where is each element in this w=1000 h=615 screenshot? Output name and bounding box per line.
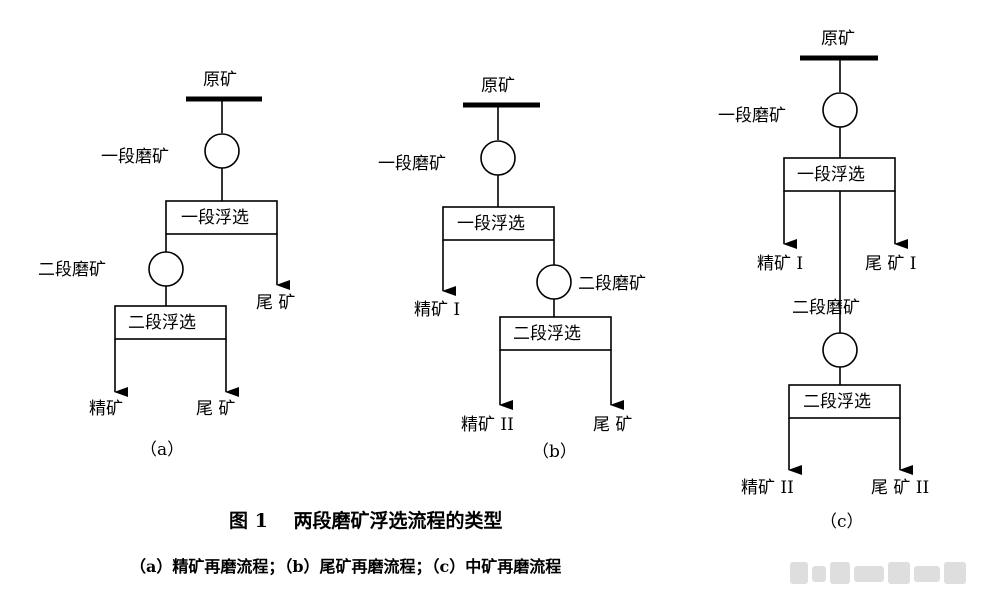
secondary-grinding-label: 二段磨矿 [578,274,646,294]
secondary-flotation-box [499,316,612,351]
concentrate-label: 精矿 I [414,300,460,320]
primary-flotation-label: 一段浮选 [457,214,525,234]
concentrate-label: 精矿 [89,399,123,419]
tailing-label: 尾 矿 [593,415,632,435]
secondary-flotation-box [788,384,901,419]
primary-flotation-box [165,200,278,235]
tailing-label: 尾 矿 I [865,254,917,274]
figure-title: 图 1 两段磨矿浮选流程的类型 [229,509,502,532]
figure-subtitle: （a）精矿再磨流程；（b）尾矿再磨流程；（c）中矿再磨流程 [130,557,561,576]
primary-flotation-box [442,206,555,241]
caption-c: （c） [820,512,864,532]
secondary-flotation-label: 二段浮选 [128,313,196,333]
caption-b: （b） [532,442,577,462]
primary-grinding-label: 一段磨矿 [718,106,786,126]
diagram-a: 原矿 一段磨矿 一段浮选 二段磨矿 尾 矿 二段浮选 精矿 尾 矿 （a） [38,70,295,460]
watermark [790,562,966,584]
concentrate-label: 精矿 I [757,254,803,274]
primary-grinding-label: 一段磨矿 [101,147,169,167]
tailing-label: 尾 矿 [196,399,235,419]
raw-ore-label: 原矿 [203,70,237,90]
tailing-label: 尾 矿 [256,293,295,313]
secondary-flotation-label: 二段浮选 [803,392,871,412]
secondary-grinding-mill [822,332,858,368]
primary-flotation-label: 一段浮选 [797,165,865,185]
raw-ore-label: 原矿 [821,29,855,49]
caption-a: （a） [140,440,184,460]
secondary-grinding-mill [148,251,184,287]
primary-grinding-mill [204,133,240,169]
diagram-b: 原矿 一段磨矿 一段浮选 精矿 I 二段磨矿 二段浮选 精矿 II 尾 矿 （b… [378,76,646,462]
secondary-grinding-label: 二段磨矿 [38,260,106,280]
raw-ore-label: 原矿 [481,76,515,96]
primary-grinding-label: 一段磨矿 [378,154,446,174]
secondary-flotation-label: 二段浮选 [513,324,581,344]
primary-grinding-mill [480,140,516,176]
primary-flotation-box [783,157,896,192]
tailing-label: 尾 矿 II [871,478,929,498]
concentrate-label: 精矿 II [461,415,514,435]
secondary-flotation-box [114,305,227,340]
secondary-grinding-mill [536,264,572,300]
secondary-grinding-label: 二段磨矿 [792,298,860,318]
primary-grinding-mill [822,92,858,128]
concentrate-label: 精矿 II [741,478,794,498]
primary-flotation-label: 一段浮选 [181,208,249,228]
diagram-c: 原矿 一段磨矿 一段浮选 精矿 I 尾 矿 I 二段磨矿 二段浮选 精矿 II … [718,29,929,532]
